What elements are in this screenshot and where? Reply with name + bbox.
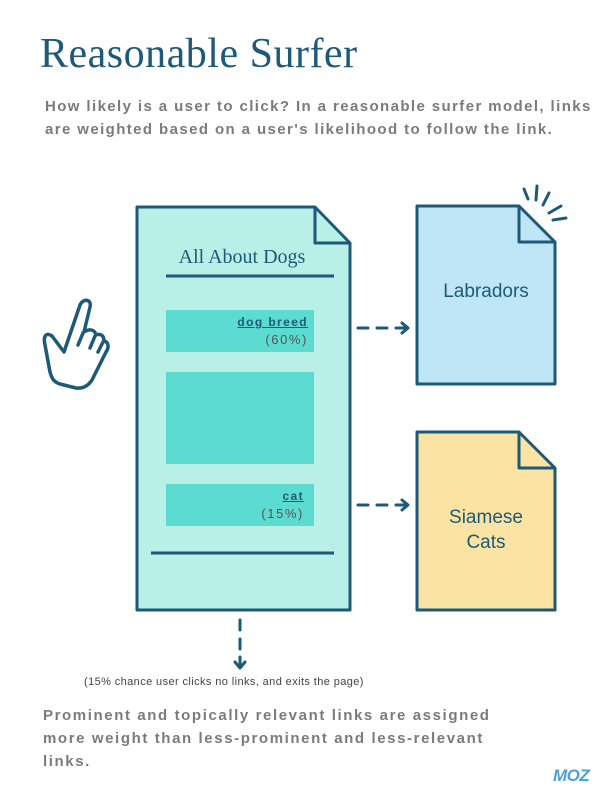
- siamese-label-line2: Cats: [466, 532, 506, 553]
- siamese-cats-document[interactable]: [415, 430, 557, 612]
- content-block: [166, 372, 314, 464]
- siamese-label-line1: Siamese: [449, 507, 523, 528]
- labradors-document[interactable]: [415, 204, 557, 386]
- sparkle-icon: [522, 184, 568, 222]
- arrow-right-icon: [356, 321, 410, 335]
- link-cat[interactable]: cat: [282, 489, 304, 503]
- arrow-right-icon: [356, 498, 410, 512]
- link-box-dog-breed[interactable]: [166, 310, 314, 352]
- page-title: Reasonable Surfer: [40, 31, 358, 77]
- pointing-hand-icon: [42, 298, 110, 390]
- main-page-heading: All About Dogs: [178, 246, 306, 268]
- moz-logo[interactable]: MOZ: [553, 766, 590, 785]
- link-dog-breed-probability: (60%): [265, 332, 308, 347]
- intro-text: How likely is a user to click? In a reas…: [45, 98, 592, 138]
- exit-note: (15% chance user clicks no links, and ex…: [84, 676, 364, 688]
- outro-text: Prominent and topically relevant links a…: [43, 707, 491, 770]
- arrow-down-icon: [233, 618, 247, 670]
- labradors-label: Labradors: [443, 281, 529, 302]
- link-dog-breed[interactable]: dog breed: [237, 315, 308, 329]
- link-cat-probability: (15%): [261, 506, 304, 521]
- link-box-cat[interactable]: [166, 484, 314, 526]
